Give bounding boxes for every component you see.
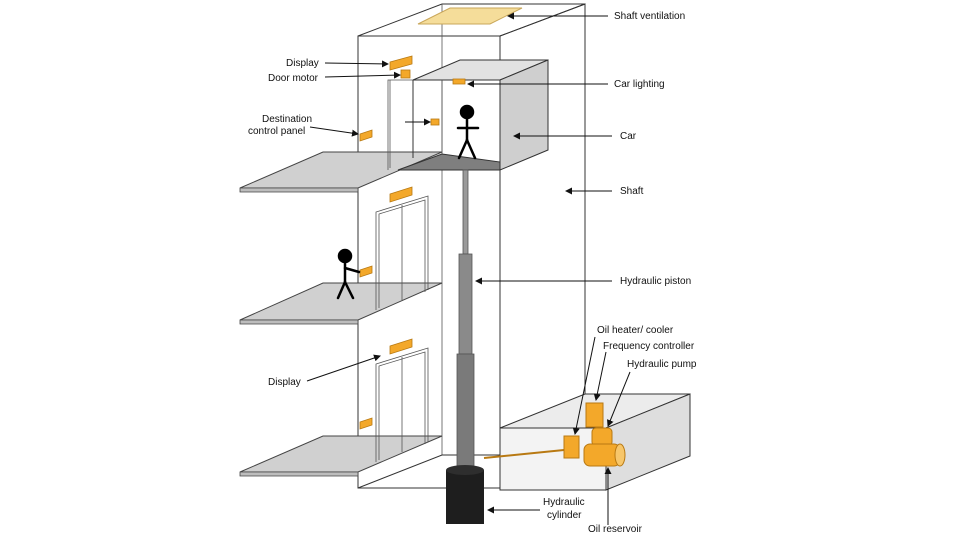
landing-doors [375,79,440,462]
label-hydraulic-line2: cylinder [547,510,582,521]
label-oil-heater-cooler: Oil heater/ cooler [597,325,674,336]
label-hydraulic-line1: Hydraulic [543,497,585,508]
car-control-panel [430,118,440,126]
label-destination-line1: Destination [262,114,312,125]
label-hydraulic-piston: Hydraulic piston [620,276,691,287]
car-lighting-fixture [452,78,466,85]
floor-fixtures [359,55,440,430]
door-middle [375,195,429,310]
hydraulic-system [446,169,484,524]
leader-arrows [306,12,631,525]
label-car-lighting: Car lighting [614,79,665,90]
destination-control-panel-top [359,129,373,142]
destination-control-panel-bottom [359,417,373,430]
label-oil-reservoir: Oil reservoir [588,524,643,535]
display-panel-middle [389,186,413,203]
piston-section-middle [458,253,473,355]
label-car: Car [620,131,637,142]
label-shaft-ventilation: Shaft ventilation [614,11,685,22]
label-display-bottom: Display [268,377,301,388]
piston-rod-top [462,169,469,255]
frequency-controller-unit [585,402,604,428]
door-motor-unit [400,69,411,79]
hydraulic-pump-unit [591,427,613,447]
label-frequency-controller: Frequency controller [603,341,695,352]
label-display-top: Display [286,58,319,69]
shaft-ventilation-panel [417,7,523,25]
diagram-labels: Shaft ventilation Display Door motor Car… [248,11,697,535]
door-bottom [375,347,429,462]
label-door-motor: Door motor [268,73,319,84]
machine-room [483,393,691,491]
label-hydraulic-pump: Hydraulic pump [627,359,697,370]
destination-control-panel-middle [359,265,373,278]
person-icon [456,104,480,160]
hydraulic-cylinder-body [446,470,484,524]
label-shaft: Shaft [620,186,644,197]
label-destination-line2: control panel [248,126,305,137]
display-panel-bottom [389,338,413,355]
person-icon [336,248,361,300]
elevator-car [397,59,549,171]
display-panel-top [389,55,413,71]
oil-heater-cooler-unit [563,435,580,459]
piston-section-lower [456,353,475,471]
floor-landings [239,151,443,477]
car-side [499,59,549,171]
